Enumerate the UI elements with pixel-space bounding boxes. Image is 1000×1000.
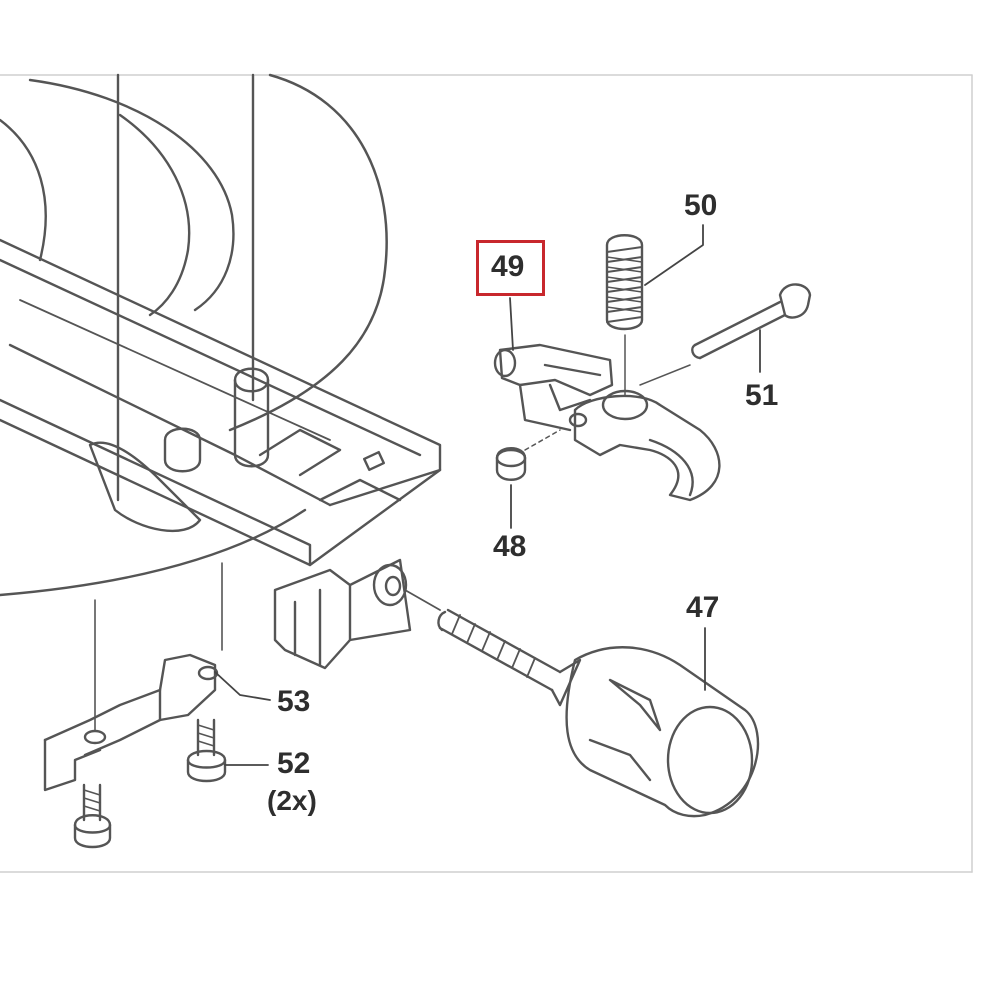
part-47-knob: [437, 608, 760, 818]
leader-49: [509, 297, 514, 351]
callout-52: 52: [277, 747, 311, 780]
callout-50: 50: [684, 189, 718, 222]
highlight-box-49: [476, 240, 545, 296]
part-53-bracket: [43, 562, 223, 792]
part-49-lever: [493, 343, 721, 502]
leader-53: [214, 671, 271, 701]
callout-49: 49: [491, 250, 525, 283]
callout-53: 53: [277, 685, 311, 718]
saw-table-assembly: [0, 73, 442, 670]
part-51-bolt: [639, 283, 812, 386]
leader-lines: [214, 224, 761, 766]
part-48-bushing: [495, 429, 561, 481]
callout-51: 51: [745, 379, 779, 412]
callout-47: 47: [686, 591, 720, 624]
leader-50: [644, 224, 704, 286]
diagram-frame: [0, 74, 973, 873]
callout-48: 48: [493, 530, 527, 563]
callout-52-quantity: (2x): [267, 785, 317, 816]
part-52-screws: [73, 718, 227, 849]
part-50-spring: [605, 234, 644, 396]
